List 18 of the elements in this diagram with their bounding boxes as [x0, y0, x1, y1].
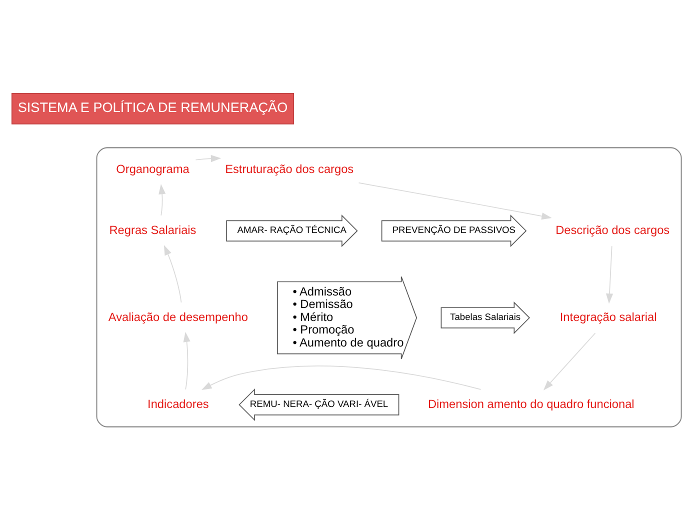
- node-text: Avaliação de desempenho: [108, 309, 248, 324]
- node-text: Regras Salariais: [109, 222, 196, 236]
- node-box: SISTEMA E POLÍTICA DE REMUNERAÇÃO: [11, 92, 294, 124]
- arrow: [358, 182, 552, 220]
- node-text: Dimension amento do quadro funcional: [428, 396, 634, 410]
- arrow: [543, 332, 596, 390]
- arrow: [195, 154, 222, 162]
- node-text: Descrição dos cargos: [556, 222, 670, 236]
- arrow: [183, 331, 190, 390]
- node-text: Indicadores: [148, 396, 209, 410]
- arrow: [202, 365, 482, 390]
- node-text: Estruturação dos cargos: [225, 161, 354, 176]
- arrow: [158, 184, 166, 216]
- cluster: [96, 146, 682, 427]
- arrow: [164, 244, 182, 302]
- arrow: [606, 245, 614, 304]
- node-text: Integração salarial: [560, 309, 657, 324]
- node-text: Organograma: [116, 161, 190, 176]
